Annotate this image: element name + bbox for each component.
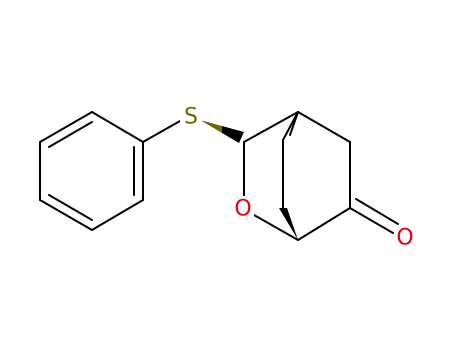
- bond-ph-3: [39, 199, 93, 231]
- bond-c4-c5: [297, 111, 351, 143]
- bond-carbonyl-2: [355, 198, 399, 225]
- carbonyl-oxygen-label-bg: [394, 225, 416, 251]
- sulfur-atom-label: S: [184, 105, 198, 130]
- ring-oxygen-label-bg: [232, 196, 254, 222]
- bond-carbonyl-1: [349, 207, 394, 234]
- phenyl-ring: [39, 111, 144, 231]
- bond-c3-c4: [243, 111, 299, 143]
- bond-ph-6: [91, 111, 144, 143]
- bond-c6-c1: [297, 207, 351, 241]
- carbonyl-oxygen-atom-label: O: [396, 226, 413, 251]
- bond-bridge-back: [289, 111, 299, 136]
- ring-oxygen-atom-label: O: [234, 197, 251, 222]
- bond-ph-4: [91, 199, 144, 231]
- bond-ph-1: [39, 111, 93, 143]
- bond-ph-inner-2: [48, 194, 93, 221]
- bond-ph-inner-1: [48, 121, 93, 148]
- bond-phenyl-sulfur: [142, 120, 181, 143]
- wedge-bond-bridge-c1: [279, 208, 298, 240]
- bicyclic-framework: [243, 111, 399, 241]
- sulfur-label-bg: [180, 104, 202, 130]
- wedge-bond-sulfur-carbon: [200, 120, 244, 143]
- bond-o2-c1: [253, 214, 299, 241]
